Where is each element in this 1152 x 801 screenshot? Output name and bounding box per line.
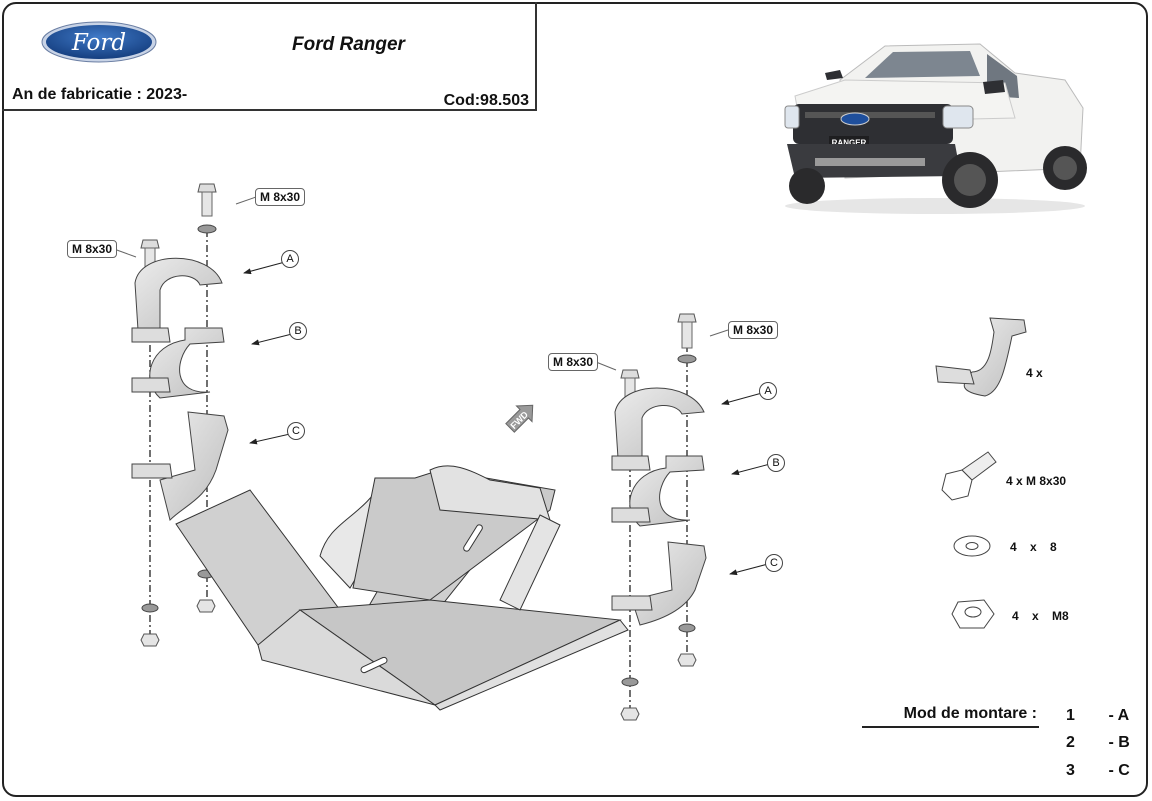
- mounting-step-number: 2: [1066, 734, 1075, 751]
- skid-plate: [175, 465, 629, 711]
- truck-photo: RANGER: [784, 43, 1087, 214]
- washer-icon: [953, 535, 991, 557]
- bolt-callout: M 8x30: [255, 188, 306, 206]
- nut-icon: [677, 653, 697, 667]
- clamp-bracket-icon: [935, 317, 1027, 397]
- nut-icon: [140, 633, 160, 647]
- arrow-to-b: [251, 333, 293, 346]
- vehicle-title: Ford Ranger: [292, 34, 405, 55]
- mounting-step: 1 - A: [1066, 707, 1129, 725]
- washer-icon: [141, 603, 159, 613]
- bolt-icon: [677, 313, 697, 349]
- mounting-step: 3 - C: [1066, 762, 1130, 780]
- arrow-to-a: [721, 392, 763, 406]
- nut-icon: [196, 599, 216, 613]
- washer-icon: [677, 354, 697, 364]
- parts-qty-washer: 4 x 8: [1010, 540, 1057, 554]
- bolt-callout: M 8x30: [728, 321, 779, 339]
- clamp-a: [614, 387, 705, 459]
- mounting-step-part: - B: [1108, 734, 1130, 751]
- fwd-arrow-icon: FWD: [505, 404, 534, 433]
- mounting-step: 2 - B: [1066, 734, 1130, 752]
- arrow-to-b: [731, 463, 771, 476]
- part-label-a: A: [759, 382, 777, 400]
- nut-icon: [620, 707, 640, 721]
- right-bracket-assembly: [595, 313, 771, 721]
- bolt-icon: [620, 369, 640, 405]
- production-year: An de fabricatie : 2023-: [12, 86, 188, 103]
- part-label-b: B: [289, 322, 307, 340]
- mounting-step-number: 1: [1066, 707, 1075, 724]
- parts-qty-bolt: 4 x M 8x30: [1006, 474, 1067, 488]
- part-label-c: C: [287, 422, 305, 440]
- clamp-a: [134, 257, 223, 331]
- product-code: Cod:98.503: [443, 92, 529, 109]
- bolt-icon: [941, 451, 997, 501]
- washer-icon: [678, 623, 696, 633]
- ford-logo-icon: Ford: [41, 21, 157, 63]
- washer-icon: [621, 677, 639, 687]
- mounting-step-number: 3: [1066, 762, 1075, 779]
- left-bracket-assembly: [113, 183, 293, 647]
- part-label-b: B: [767, 454, 785, 472]
- bolt-icon: [197, 183, 217, 217]
- callout-leader: [595, 361, 617, 371]
- callout-leader: [113, 248, 137, 258]
- arrow-to-a: [243, 261, 286, 275]
- nut-icon: [951, 599, 995, 629]
- grille-badge: RANGER: [832, 139, 867, 148]
- callout-leader: [235, 196, 257, 205]
- washer-icon: [197, 224, 217, 234]
- mounting-step-part: - A: [1108, 707, 1130, 724]
- bolt-callout: M 8x30: [67, 240, 118, 258]
- parts-list-icons: [935, 317, 1027, 629]
- clamp-c: [631, 541, 707, 626]
- bolt-callout: M 8x30: [548, 353, 599, 371]
- part-label-a: A: [281, 250, 299, 268]
- ford-logo-text: Ford: [71, 30, 126, 56]
- arrow-to-c: [249, 433, 291, 445]
- mounting-title: Mod de montare :: [862, 705, 1039, 728]
- part-label-c: C: [765, 554, 783, 572]
- mounting-step-part: - C: [1108, 762, 1130, 779]
- parts-qty-clamp: 4 x: [1026, 366, 1043, 380]
- parts-qty-nut: 4 x M8: [1012, 609, 1069, 623]
- callout-leader: [709, 329, 729, 337]
- arrow-to-c: [729, 563, 769, 576]
- header-box: Ford Ford Ranger An de fabricatie : 2023…: [2, 2, 537, 111]
- clamp-c: [159, 411, 229, 521]
